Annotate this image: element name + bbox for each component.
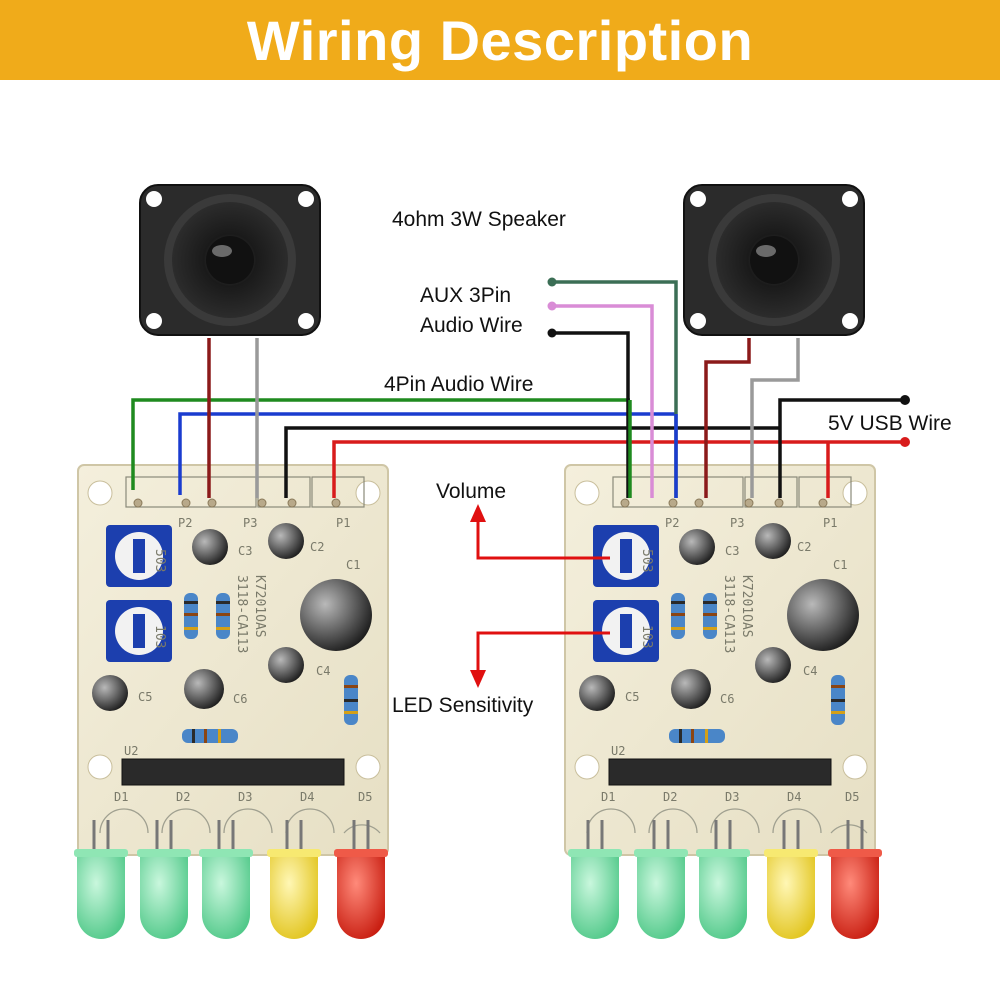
aux-label-line2: Audio Wire: [420, 314, 523, 337]
wires-right: [552, 280, 905, 498]
audio-4pin-label: 4Pin Audio Wire: [384, 373, 533, 396]
volume-arrow-icon: [470, 504, 486, 522]
speaker-left: [139, 184, 321, 336]
wire-endpoints: [547, 277, 910, 447]
led-sensitivity-arrow-icon: [470, 670, 486, 688]
usb-label: 5V USB Wire: [828, 412, 952, 435]
led-sensitivity-label: LED Sensitivity: [392, 694, 534, 717]
pcb-board-right: [564, 464, 876, 856]
wiring-diagram: P2 P3 P1 503 103 C3 C2 C1 C4 C5 C6: [72, 184, 952, 941]
volume-label: Volume: [436, 480, 506, 503]
wires-left: [131, 338, 905, 498]
title-banner: Wiring Description: [0, 0, 1000, 80]
pointer-arrows: [476, 518, 610, 674]
speaker-label: 4ohm 3W Speaker: [392, 208, 566, 231]
pcb-board-left: [77, 464, 389, 856]
aux-label-line1: AUX 3Pin: [420, 284, 511, 307]
speaker-right: [683, 184, 865, 336]
page-title: Wiring Description: [246, 8, 754, 72]
